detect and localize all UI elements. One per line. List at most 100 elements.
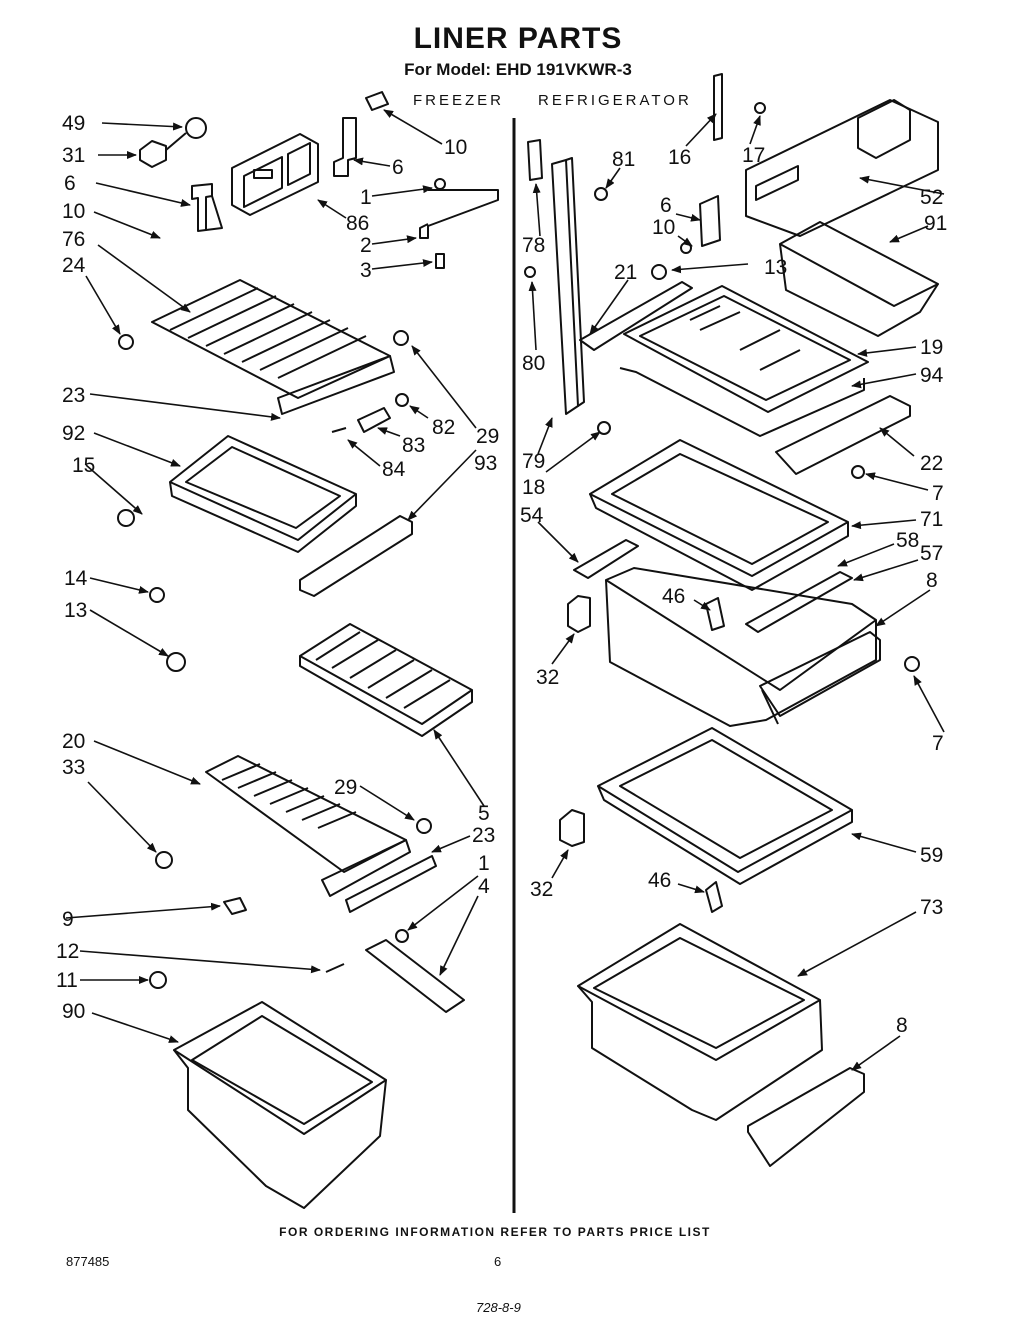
- callout-16: 16: [668, 146, 691, 169]
- callout-9: 9: [62, 908, 74, 931]
- refrigerator-crisper-cover-upper: [589, 439, 849, 591]
- page-title: LINER PARTS: [413, 22, 623, 55]
- callout-1: 1: [478, 852, 490, 875]
- callout-6: 6: [64, 172, 76, 195]
- freezer-shelf-fasteners: [118, 330, 409, 433]
- callout-83: 83: [402, 434, 425, 457]
- refrigerator-control-housing: [745, 99, 939, 237]
- callout-7: 7: [932, 482, 944, 505]
- refrigerator-glass-shelf: [619, 285, 869, 437]
- document-number: 877485: [66, 1254, 110, 1269]
- callout-31: 31: [62, 144, 85, 167]
- freezer-light-socket: [139, 132, 187, 168]
- refrigerator-crisper-drawer: [605, 567, 881, 727]
- callout-71: 71: [920, 508, 943, 531]
- refrigerator-section-label: REFRIGERATOR: [538, 92, 692, 109]
- freezer-small-fittings: [117, 509, 186, 672]
- callout-86: 86: [346, 212, 369, 235]
- callout-84: 84: [382, 458, 406, 481]
- freezer-bin: [173, 1001, 387, 1209]
- freezer-wire-shelf-upper: [151, 279, 395, 415]
- callout-22: 22: [920, 452, 943, 475]
- callout-32: 32: [530, 878, 553, 901]
- callout-21: 21: [614, 261, 637, 284]
- freezer-light-bulb: [185, 117, 207, 139]
- callout-20: 20: [62, 730, 85, 753]
- callout-29: 29: [476, 425, 499, 448]
- callout-18: 18: [522, 476, 545, 499]
- callout-6: 6: [660, 194, 672, 217]
- refrigerator-hinge-bracket: [713, 73, 766, 141]
- freezer-shelf-retainer-parts: [419, 178, 499, 269]
- refrigerator-shelf-ladder: [524, 139, 585, 415]
- callout-labels: 49 31 6 10 76 24 10 6 1 86 2 3 23 82 29 …: [56, 112, 947, 1037]
- freezer-shelf-support-top: [333, 91, 389, 177]
- callout-13: 13: [64, 599, 87, 622]
- refrigerator-shelf-trim-lower: [775, 395, 911, 479]
- crisper-rails: [573, 539, 853, 633]
- page-number: 6: [494, 1254, 502, 1269]
- crisper-glides: [567, 595, 920, 672]
- callout-8: 8: [896, 1014, 908, 1037]
- freezer-section-label: FREEZER: [413, 92, 505, 109]
- callout-2: 2: [360, 234, 372, 257]
- callout-59: 59: [920, 844, 943, 867]
- callout-33: 33: [62, 756, 85, 779]
- handwritten-note: 728-8-9: [476, 1300, 521, 1315]
- callout-52: 52: [920, 186, 943, 209]
- leader-lines: [65, 109, 945, 1071]
- callout-7: 7: [932, 732, 944, 755]
- freezer-shelf-trim: [299, 515, 413, 597]
- refrigerator-top-bin: [779, 221, 939, 337]
- freezer-basket-rail: [365, 939, 465, 1013]
- callout-32: 32: [536, 666, 559, 689]
- callout-23: 23: [62, 384, 85, 407]
- callout-12: 12: [56, 940, 79, 963]
- callout-76: 76: [62, 228, 85, 251]
- ice-cube-tray: [299, 623, 473, 737]
- callout-90: 90: [62, 1000, 85, 1023]
- refrigerator-shelf-trim-upper: [579, 264, 693, 351]
- callout-10: 10: [444, 136, 467, 159]
- callout-11: 11: [56, 969, 78, 992]
- callout-79: 79: [522, 450, 545, 473]
- callout-73: 73: [920, 896, 943, 919]
- callout-4: 4: [478, 875, 490, 898]
- callout-3: 3: [360, 259, 372, 282]
- callout-23: 23: [472, 824, 495, 847]
- callout-80: 80: [522, 352, 545, 375]
- callout-78: 78: [522, 234, 545, 257]
- lower-crisper-glides: [559, 809, 723, 913]
- callout-19: 19: [920, 336, 943, 359]
- freezer-wire-shelf-lower: [205, 755, 437, 913]
- refrigerator-shelf-support: [680, 195, 721, 254]
- callout-49: 49: [62, 112, 85, 135]
- freezer-ice-tray-shelf: [169, 435, 357, 553]
- callout-15: 15: [72, 454, 95, 477]
- callout-5: 5: [478, 802, 490, 825]
- callout-57: 57: [920, 542, 943, 565]
- callout-1: 1: [360, 186, 372, 209]
- callout-81: 81: [612, 148, 635, 171]
- callout-14: 14: [64, 567, 88, 590]
- callout-8: 8: [926, 569, 938, 592]
- refrigerator-ladder-screws: [594, 187, 611, 435]
- callout-13: 13: [764, 256, 787, 279]
- callout-82: 82: [432, 416, 455, 439]
- callout-93: 93: [474, 452, 497, 475]
- model-subtitle: For Model: EHD 191VKWR-3: [404, 60, 632, 79]
- freezer-lower-fasteners: [149, 818, 432, 989]
- callout-29: 29: [334, 776, 357, 799]
- callout-10: 10: [62, 200, 85, 223]
- callout-46: 46: [648, 869, 671, 892]
- callout-17: 17: [742, 144, 765, 167]
- callout-58: 58: [896, 529, 919, 552]
- callout-6: 6: [392, 156, 404, 179]
- callout-92: 92: [62, 422, 85, 445]
- callout-94: 94: [920, 364, 944, 387]
- freezer-shelf-support-left: [191, 183, 223, 232]
- callout-54: 54: [520, 504, 544, 527]
- callout-46: 46: [662, 585, 685, 608]
- freezer-control-housing: [231, 133, 319, 216]
